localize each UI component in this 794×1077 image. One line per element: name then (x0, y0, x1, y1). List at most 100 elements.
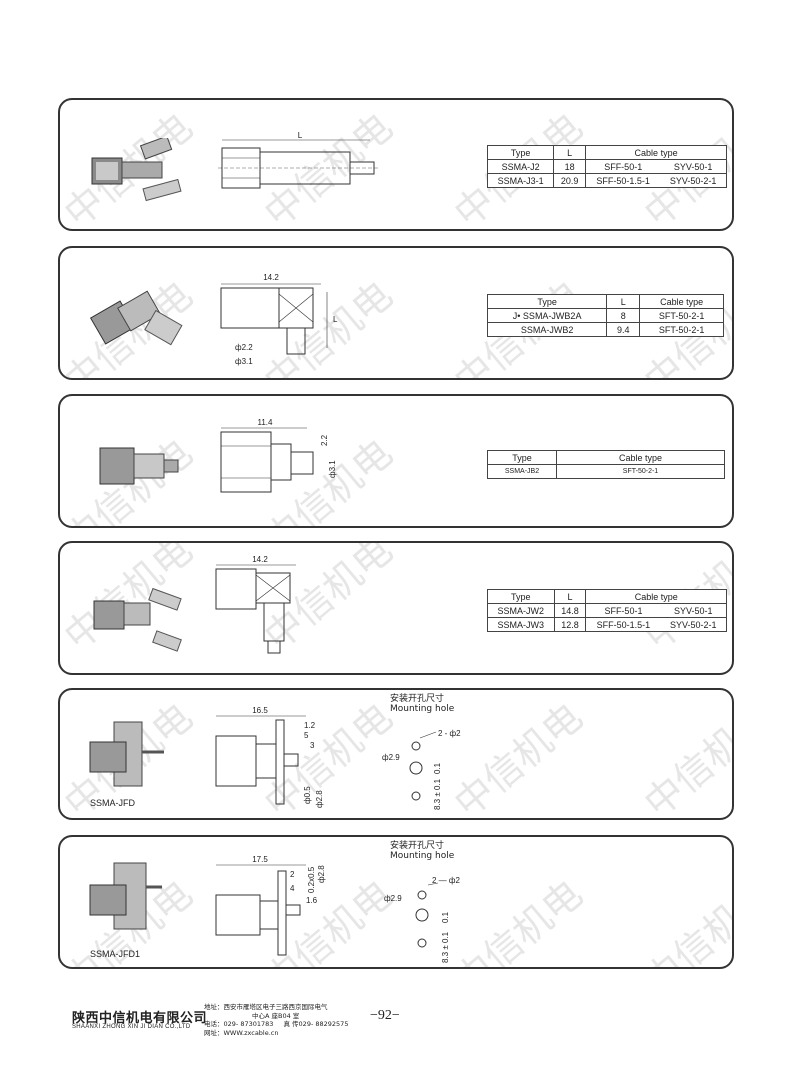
mounting-hole-drawing: 2 — ф2 ф2.9 0.1 8.3 ± 0.1 (384, 876, 460, 963)
cell: SFT-50-2-1 (556, 464, 725, 479)
col-type: Type (486, 294, 608, 309)
technical-drawing: 11.4 2.2 ф3.1 (220, 418, 337, 493)
col-l: L (553, 145, 587, 160)
product-panel-ssma-jwb2: 中信机电 中信机电 中信机电 中信机电 14.2 L ф2.2 ф3.1 Typ… (58, 246, 734, 380)
mounting-hole-title-cn: 安装开孔尺寸 (390, 694, 445, 704)
mounting-hole-title-en: Mounting hole (390, 704, 455, 714)
product-panel-ssma-jb2: 中信机电 中信机电 11.4 2.2 ф3.1 Type Cable type … (58, 394, 734, 528)
mounting-hole-title-cn: 安装开孔尺寸 (390, 841, 445, 851)
technical-drawing: 14.2 (215, 555, 296, 654)
col-type: Type (487, 589, 555, 604)
dim-width: 14.2 (252, 555, 268, 564)
page-number: −92− (370, 1008, 400, 1023)
dim-width: 11.4 (258, 418, 274, 427)
dim-b: 4 (290, 884, 295, 893)
cell: SSMA-JW3 (487, 617, 555, 632)
phone-fax-line: 电话：029- 87301783 真 传029- 88292575 (204, 1020, 348, 1029)
cell: 18 (553, 159, 587, 174)
dim-e: ф2.8 (317, 865, 326, 883)
spec-table: Type L Cable type SSMA-J2 18 SFF-50-1 SY… (486, 145, 728, 188)
holes-label: 2 - ф2 (438, 729, 461, 738)
cell: SFF-50-1.5-1 (585, 617, 661, 632)
address-line-2: 中心A 座B04 室 (252, 1011, 300, 1020)
dim-d1: ф2.2 (235, 343, 253, 352)
dim-width: 16.5 (252, 706, 268, 715)
cell: SSMA-J3-1 (486, 173, 555, 188)
product-caption: SSMA-JFD (90, 798, 135, 808)
phone: 电话：029- 87301783 (204, 1020, 274, 1028)
product-panel-ssma-jfd1: 中信机电 中信机电 中信机电 中信机电 SSMA-JFD1 17.5 2 4 1… (58, 835, 734, 969)
mounting-hole-title-en: Mounting hole (390, 851, 455, 861)
website: 网址：WWW.zxcable.cn (204, 1028, 279, 1037)
cell: 8 (606, 308, 641, 323)
dim-b: 5 (304, 731, 309, 740)
dim-d2: 8.3 ± 0.1 (441, 931, 450, 963)
holes-label: 2 — ф2 (432, 876, 460, 885)
spec-table: Type Cable type SSMA-JB2 SFT-50-2-1 (487, 450, 725, 479)
cell: SFF-50-1 (585, 159, 661, 174)
col-l: L (553, 589, 587, 604)
product-caption: SSMA-JFD1 (90, 949, 141, 959)
cell: SYV-50-1 (660, 159, 728, 174)
dim-d1: 0.1 (441, 911, 450, 923)
col-cable-type: Cable type (585, 145, 727, 160)
cell: SSMA-JWB2 (486, 322, 608, 337)
cell: 12.8 (553, 617, 587, 632)
col-cable-type: Cable type (556, 450, 725, 465)
table-row: SSMA-JW3 12.8 SFF-50-1.5-1 SYV-50-2-1 (487, 617, 728, 632)
dim-d2: 8.3 ± 0.1 (433, 778, 442, 810)
technical-drawing: 14.2 L ф2.2 ф3.1 (220, 273, 338, 366)
mounting-hole-title: 安装开孔尺寸 Mounting hole (390, 841, 454, 861)
table-row: SSMA-JB2 SFT-50-2-1 (487, 464, 725, 479)
connector-photo (89, 290, 183, 346)
mounting-hole-title: 安装开孔尺寸 Mounting hole (390, 694, 454, 714)
col-type: Type (486, 145, 555, 160)
cell: J• SSMA-JWB2A (486, 308, 608, 323)
product-panel-ssma-jw2: 中信机电 中信机电 中信机电 14.2 Type L Cable type SS… (58, 541, 734, 675)
page-footer: 陕西中信机电有限公司 SHAANXI ZHONG XIN JI DIAN CO.… (72, 1000, 752, 1060)
dim-d1: 0.1 (433, 762, 442, 774)
technical-drawing: 16.5 1.2 5 3 ф0.5 ф2.8 (215, 706, 324, 808)
company-name-en: SHAANXI ZHONG XIN JI DIAN CO.,LTD (72, 1024, 191, 1030)
watermark: 中信机电 (635, 871, 734, 969)
dim-L: L (333, 315, 338, 324)
spec-table: Type L Cable type SSMA-JW2 14.8 SFF-50-1… (487, 589, 728, 632)
dim-width: 17.5 (252, 855, 268, 864)
dim-d: ф0.5 (303, 786, 312, 804)
dim-a: 1.2 (304, 721, 316, 730)
dim-L: L (298, 131, 303, 140)
col-l: L (606, 294, 641, 309)
dim-c: 3 (310, 741, 315, 750)
product-panel-ssma-jfd: 中信机电 中信机电 中信机电 中信机电 SSMA-JFD 16.5 1.2 5 … (58, 688, 734, 820)
dim-d2: ф3.1 (328, 460, 337, 478)
col-type: Type (487, 450, 557, 465)
cell: SYV-50-1 (660, 603, 728, 618)
dim-d1: 2.2 (320, 434, 329, 446)
cell: SSMA-J2 (486, 159, 555, 174)
dim-c: 1.6 (306, 896, 318, 905)
connector-photo (89, 862, 162, 930)
table-row: SSMA-J3-1 20.9 SFF-50-1.5-1 SYV-50-2-1 (486, 173, 728, 188)
cell: SFT-50-2-1 (639, 308, 724, 323)
cell: SSMA-JW2 (487, 603, 555, 618)
dim-d2: ф3.1 (235, 357, 253, 366)
spec-table: Type L Cable type J• SSMA-JWB2A 8 SFT-50… (486, 294, 724, 337)
technical-drawing: 17.5 2 4 1.6 0.2x0.5 ф2.8 (215, 855, 326, 956)
col-cable-type: Cable type (639, 294, 724, 309)
cell: SSMA-JB2 (487, 464, 557, 479)
dim-a: 2 (290, 870, 295, 879)
mounting-hole-drawing: 2 - ф2 ф2.9 0.1 8.3 ± 0.1 (382, 729, 461, 810)
table-row: SSMA-J2 18 SFF-50-1 SYV-50-1 (486, 159, 728, 174)
hole-dia: ф2.9 (384, 894, 402, 903)
connector-photo (91, 138, 182, 202)
watermark: 中信机电 (635, 694, 734, 820)
company-name-cn: 陕西中信机电有限公司 (72, 1011, 208, 1026)
cell: SYV-50-2-1 (660, 173, 728, 188)
cell: 20.9 (553, 173, 587, 188)
dim-width: 14.2 (263, 273, 279, 282)
product-panel-ssma-j2: 中信机电 中信机电 中信机电 中信机电 L Type L Cable type … (58, 98, 734, 231)
hole-dia: ф2.9 (382, 753, 400, 762)
technical-drawing: L (218, 131, 378, 189)
cell: SFF-50-1.5-1 (585, 173, 661, 188)
fax: 真 传029- 88292575 (283, 1020, 349, 1028)
